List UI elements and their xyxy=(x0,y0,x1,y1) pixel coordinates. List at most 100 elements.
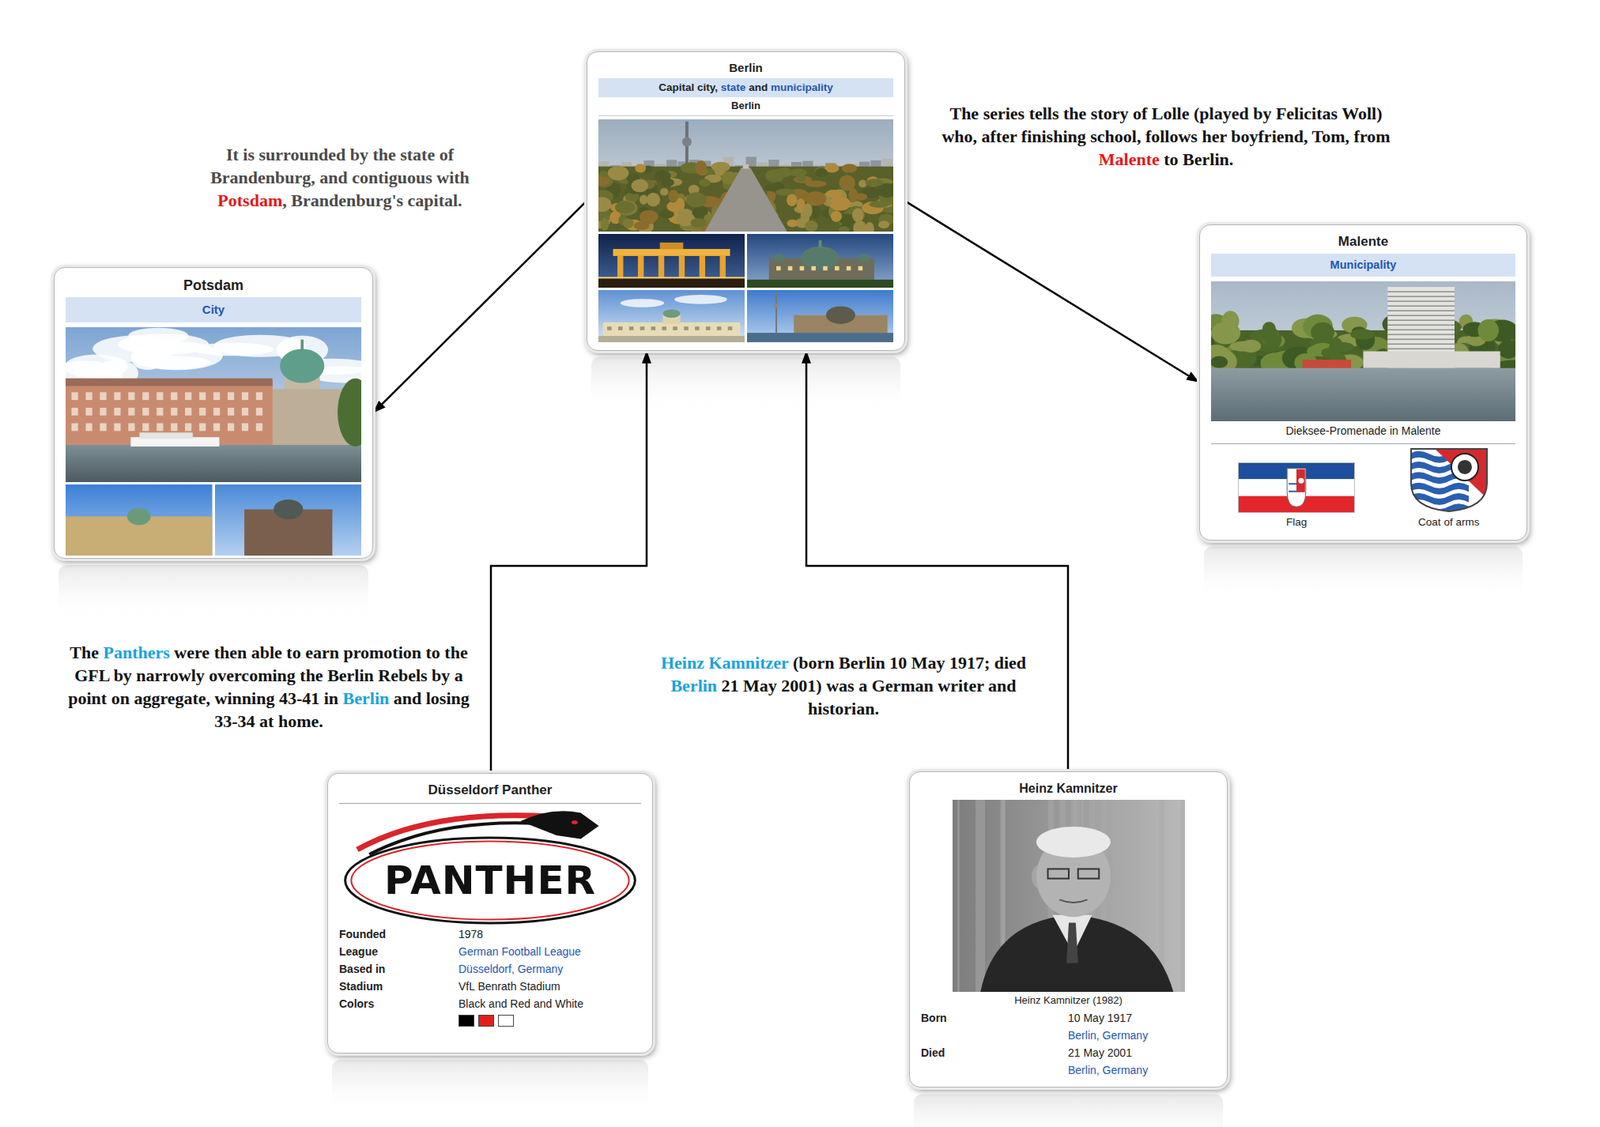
photo-shape xyxy=(786,218,798,227)
infobox-row: ColorsBlack and Red and White xyxy=(339,995,642,1013)
photo-shape xyxy=(598,119,894,232)
photo-shape xyxy=(646,192,661,208)
photo-shape xyxy=(1047,868,1068,879)
photo-shape xyxy=(854,192,868,200)
infobox-value: VfL Benrath Stadium xyxy=(458,977,642,996)
photo-shape xyxy=(979,800,985,993)
photo-shape xyxy=(1387,338,1455,340)
photo-shape xyxy=(617,256,623,279)
infobox-row: StadiumVfL Benrath Stadium xyxy=(339,977,642,996)
photo-shape xyxy=(199,407,206,416)
photo-shape xyxy=(952,800,1185,993)
photo-shape xyxy=(858,253,871,263)
photo-shape xyxy=(662,309,680,318)
photo-shape xyxy=(800,245,839,270)
photo-shape xyxy=(1264,328,1282,350)
photo-shape xyxy=(1286,468,1306,508)
photo-shape xyxy=(1457,460,1472,475)
photo-shape xyxy=(1409,493,1469,506)
photo-shape xyxy=(878,220,890,229)
infobox-row: LeagueGerman Football League xyxy=(339,943,642,961)
photo-shape xyxy=(639,194,648,204)
infobox-value-cell: VfL Benrath Stadium xyxy=(458,977,642,996)
photo-shape xyxy=(1387,309,1455,312)
photo-shape xyxy=(598,276,745,279)
card-reflection xyxy=(332,1060,649,1116)
infobox-value: German Football League xyxy=(458,943,642,961)
photo-shape xyxy=(184,422,192,431)
photo-shape xyxy=(613,249,731,257)
photo-shape xyxy=(775,292,778,333)
photo-shape xyxy=(716,326,722,331)
photo-shape xyxy=(699,256,706,279)
photo-row xyxy=(598,290,894,343)
photo-row xyxy=(65,484,362,556)
highlighted-term: municipality xyxy=(770,81,834,94)
photo-shape xyxy=(65,382,273,445)
color-swatch xyxy=(458,1015,475,1027)
photo-shape xyxy=(829,196,851,211)
logo-text: PANTHER xyxy=(339,852,642,909)
photo-shape xyxy=(142,407,149,416)
photo-shape xyxy=(743,163,749,169)
image-caption: Dieksee-Promenade in Malente xyxy=(1211,421,1516,441)
photo-shape xyxy=(1288,483,1297,485)
edge-label: The series tells the story of Lolle (pla… xyxy=(940,101,1392,171)
photo-shape xyxy=(1387,314,1455,317)
infobox-card: PotsdamCity xyxy=(53,267,374,559)
connector-arrow xyxy=(905,200,1200,382)
card-reflection xyxy=(591,357,901,413)
photo-shape xyxy=(1306,345,1322,357)
photo-shape xyxy=(747,290,894,343)
photo-shape xyxy=(603,322,741,336)
infobox-subheader: Capital city, state and municipality xyxy=(598,78,894,98)
photo-shape xyxy=(598,176,611,186)
photo-shape xyxy=(170,407,178,416)
infobox-label: Stadium xyxy=(339,977,454,996)
photo-shape xyxy=(786,193,797,207)
photo-shape xyxy=(1409,483,1469,495)
photo-shape xyxy=(618,326,623,331)
photo-shape xyxy=(184,407,192,416)
photo-shape xyxy=(694,326,700,331)
photo-shape xyxy=(690,218,707,228)
photo-shape xyxy=(199,422,206,431)
photo-shape xyxy=(1387,319,1455,321)
photo-shape xyxy=(71,407,78,416)
edge-label: It is surrounded by the state of Branden… xyxy=(197,143,483,212)
infobox-label: Born xyxy=(920,1009,1064,1045)
photo-shape xyxy=(660,242,684,250)
photo-shape xyxy=(1363,350,1501,368)
photo-shape xyxy=(273,499,303,520)
text-run: The xyxy=(69,642,103,663)
photo-shape xyxy=(868,200,889,208)
photo-shape xyxy=(241,407,249,416)
photo-shape xyxy=(1433,447,1489,500)
infobox-label: Founded xyxy=(339,925,454,944)
photo-shape xyxy=(85,407,92,416)
photo-shape xyxy=(629,326,634,331)
photo-shape xyxy=(1221,310,1239,332)
photo-shape xyxy=(1350,328,1375,340)
photo-shape xyxy=(639,210,659,223)
photo-shape xyxy=(858,179,867,188)
photo-shape xyxy=(838,174,856,191)
infobox-value: Düsseldorf, Germany xyxy=(458,960,642,978)
photo-shape xyxy=(215,484,363,556)
photo-shape xyxy=(1288,490,1297,493)
connector-arrow xyxy=(490,350,647,774)
photo-shape xyxy=(1387,295,1455,298)
photo-shape xyxy=(127,507,151,525)
photo-shape xyxy=(598,166,894,231)
photo-shape xyxy=(192,342,274,356)
photo-shape xyxy=(1387,290,1455,293)
figure: Flag xyxy=(1237,462,1355,533)
infobox-title: Düsseldorf Panther xyxy=(339,781,642,800)
photo-shape xyxy=(764,184,780,192)
photo-shape xyxy=(676,208,693,216)
photo-shape xyxy=(241,392,249,400)
figure: Coat of arms xyxy=(1409,447,1489,533)
photo-shape xyxy=(1451,453,1479,481)
photo-shape xyxy=(654,169,671,182)
